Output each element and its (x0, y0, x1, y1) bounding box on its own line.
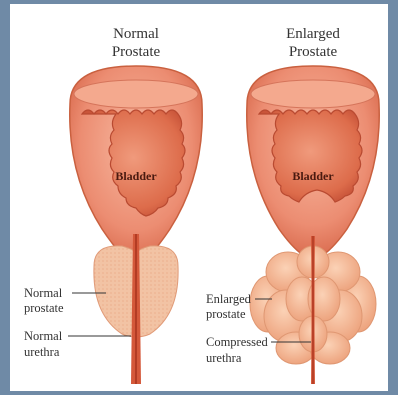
callout-normal-prostate-line2: prostate (24, 301, 64, 315)
diagram-frame: Normal Prostate Bladder Normal prostate … (10, 4, 388, 391)
callout-enlarged-prostate-line1: Enlarged (206, 292, 252, 306)
title-normal-line1: Normal (113, 26, 159, 42)
callout-enlarged-prostate-line2: prostate (206, 307, 246, 321)
prostate-diagram: Normal Prostate Bladder Normal prostate … (10, 4, 388, 391)
enlarged-bladder: Bladder (247, 66, 379, 260)
callout-compressed-urethra-line2: urethra (206, 351, 242, 365)
label-bladder-enlarged: Bladder (292, 169, 334, 183)
title-normal-line2: Prostate (112, 44, 161, 60)
callout-compressed-urethra-line1: Compressed (206, 335, 269, 349)
label-bladder-normal: Bladder (115, 169, 157, 183)
title-enlarged-line1: Enlarged (286, 26, 340, 42)
title-enlarged-line2: Prostate (289, 44, 338, 60)
callout-normal-urethra-line1: Normal (24, 329, 63, 343)
callout-normal-urethra-line2: urethra (24, 345, 60, 359)
callout-normal-prostate-line1: Normal (24, 286, 63, 300)
